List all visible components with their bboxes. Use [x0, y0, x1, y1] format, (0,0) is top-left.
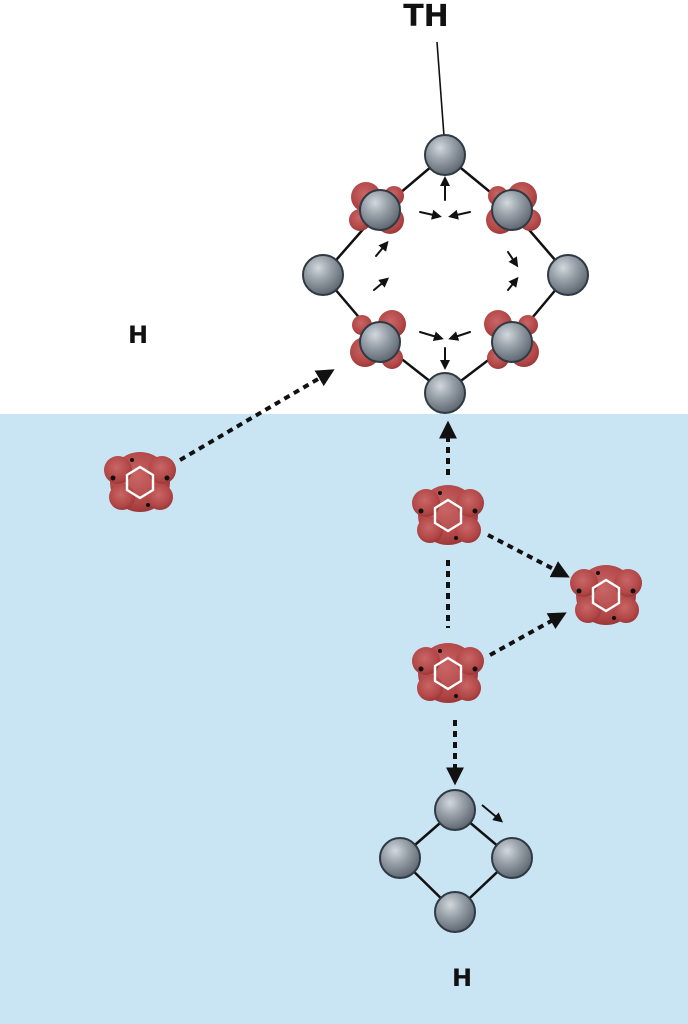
- bottom-label: H: [452, 964, 472, 992]
- dashed-arrows: [178, 369, 570, 786]
- arrow-left-cloud-to-ring: [178, 369, 335, 462]
- node-bottom: [424, 372, 466, 414]
- node-right: [547, 254, 589, 296]
- inner-ring-arrows: [373, 176, 519, 370]
- top-label: TH: [403, 0, 449, 34]
- cloud-center-lower: [412, 643, 484, 703]
- cloud-left: [104, 452, 176, 512]
- square-molecule-nodes: [379, 789, 533, 933]
- node-upper-right: [491, 189, 533, 231]
- arrow-lower-cloud-to-right-cloud: [489, 612, 567, 657]
- upper-background: [0, 0, 688, 414]
- left-label: H: [128, 321, 148, 349]
- square-side-arrow: [481, 804, 504, 823]
- node-lower-left: [359, 321, 401, 363]
- node-top: [424, 134, 466, 176]
- cloud-center-upper: [412, 485, 484, 545]
- node-lower-right: [491, 321, 533, 363]
- node-left: [302, 254, 344, 296]
- cloud-right: [570, 565, 642, 625]
- th-pointer-line: [436, 41, 445, 137]
- water-region: [0, 414, 688, 1024]
- arrow-center-cloud-to-right-cloud: [487, 533, 570, 578]
- node-upper-left: [359, 189, 401, 231]
- top-ring-nodes: [302, 134, 589, 414]
